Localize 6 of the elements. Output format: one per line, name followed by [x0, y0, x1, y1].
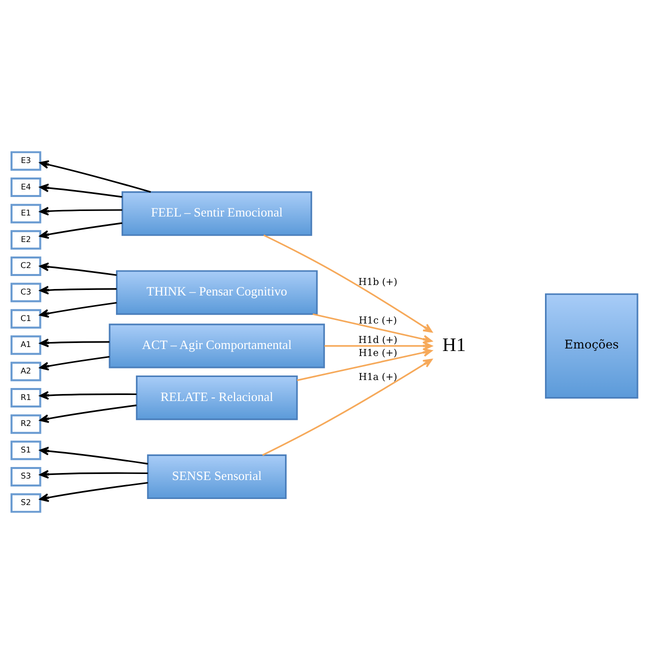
edge-label: H1c (+) — [358, 315, 398, 326]
node-text: H1 — [442, 334, 466, 356]
edge-label: H1e (+) — [358, 348, 398, 359]
edge-label: H1d (+) — [358, 335, 398, 346]
edge-label: H1b (+) — [358, 277, 398, 288]
edge-label: H1a (+) — [358, 372, 398, 383]
